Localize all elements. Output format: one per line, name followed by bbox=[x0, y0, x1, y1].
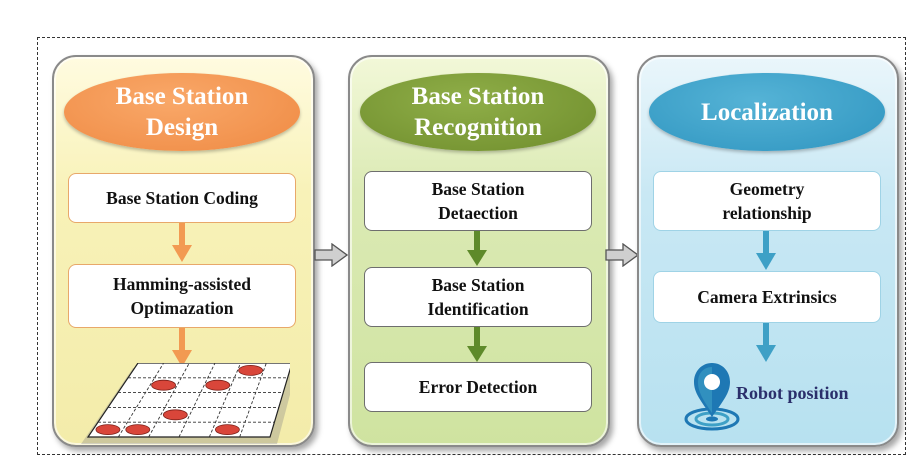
grid-line bbox=[178, 363, 216, 438]
step-label: Error Detection bbox=[418, 377, 538, 397]
step-label: Base Station bbox=[431, 275, 525, 295]
coded-grid-icon bbox=[81, 363, 290, 444]
grid-line bbox=[148, 363, 190, 438]
step-label: Camera Extrinsics bbox=[697, 287, 837, 307]
down-arrow-icon bbox=[756, 323, 776, 362]
stage-title-line: Recognition bbox=[414, 114, 542, 141]
step-box-base-station-coding: Base Station Coding bbox=[68, 173, 296, 223]
step-label: Geometry bbox=[729, 179, 805, 199]
grid-marker bbox=[214, 424, 240, 435]
robot-position-label: Robot position bbox=[736, 383, 849, 403]
stage-title-line: Localization bbox=[701, 98, 833, 126]
right-arrow-icon bbox=[314, 243, 348, 267]
step-box-error-detection: Error Detection bbox=[364, 362, 592, 412]
stage-title-line: Design bbox=[145, 114, 219, 141]
grid-marker bbox=[238, 365, 264, 376]
grid-line bbox=[208, 363, 242, 438]
stage-title-line: Base Station bbox=[411, 83, 545, 110]
down-arrow-icon bbox=[467, 327, 487, 362]
grid-marker bbox=[95, 424, 121, 435]
step-box-identification: Base Station Identification bbox=[364, 267, 592, 327]
down-arrow-icon bbox=[756, 231, 776, 270]
down-arrow-icon bbox=[172, 328, 192, 367]
step-box-camera-extrinsics: Camera Extrinsics bbox=[653, 271, 881, 323]
step-box-detection: Base Station Detaection bbox=[364, 171, 592, 231]
grid-line bbox=[239, 363, 267, 438]
stage-title-design: Base Station Design bbox=[64, 73, 300, 151]
step-label: Hamming-assisted bbox=[112, 274, 252, 294]
stage-panel-localization: Localization Geometry relationship Camer… bbox=[637, 55, 899, 447]
step-label: relationship bbox=[722, 203, 812, 223]
step-box-hamming-optimization: Hamming-assisted Optimazation bbox=[68, 264, 296, 328]
pipeline-frame bbox=[37, 37, 906, 455]
grid-marker bbox=[205, 379, 231, 391]
step-box-geometry: Geometry relationship bbox=[653, 171, 881, 231]
step-label: Optimazation bbox=[130, 298, 234, 318]
grid-line bbox=[117, 363, 165, 438]
location-pin-icon bbox=[684, 363, 740, 431]
grid-marker bbox=[125, 424, 151, 435]
stage-panel-recognition: Base Station Recognition Base Station De… bbox=[348, 55, 610, 447]
step-label: Base Station bbox=[431, 179, 525, 199]
down-arrow-icon bbox=[467, 231, 487, 266]
stage-title-recognition: Base Station Recognition bbox=[360, 73, 596, 151]
grid-marker bbox=[162, 409, 188, 421]
stage-panel-design: Base Station Design Base Station Coding … bbox=[52, 55, 315, 447]
stage-title-line: Base Station bbox=[115, 83, 249, 110]
right-arrow-icon bbox=[605, 243, 639, 267]
step-label: Base Station Coding bbox=[106, 188, 258, 208]
stage-title-localization: Localization bbox=[649, 73, 885, 151]
grid-marker bbox=[151, 379, 176, 391]
down-arrow-icon bbox=[172, 223, 192, 262]
step-label: Detaection bbox=[438, 203, 518, 223]
step-label: Identification bbox=[427, 299, 529, 319]
